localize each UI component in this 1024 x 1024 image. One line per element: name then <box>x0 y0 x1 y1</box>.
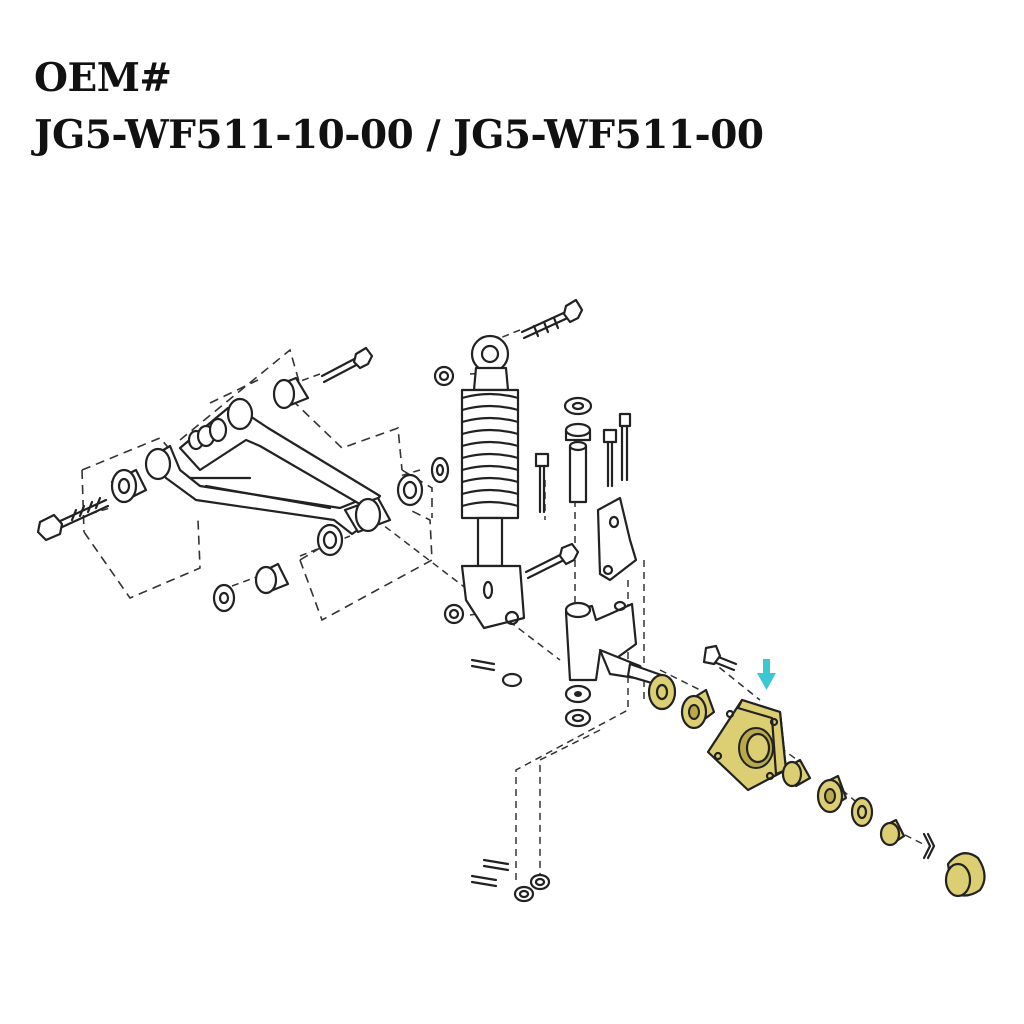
left-bolt <box>36 496 110 542</box>
oem-header: OEM# JG5-WF511-10-00 / JG5-WF511-00 <box>34 50 994 164</box>
steering-knuckle <box>564 600 666 688</box>
hub-bolt <box>702 644 738 672</box>
shock-absorber <box>460 298 584 630</box>
small-washers <box>187 417 228 451</box>
oem-part-numbers: JG5-WF511-10-00 / JG5-WF511-00 <box>34 112 764 158</box>
bushing-left <box>110 468 148 504</box>
cotter-pin <box>922 832 936 860</box>
highlighted-hub-assembly <box>647 673 986 898</box>
upper-bushing <box>272 376 310 410</box>
brake-bracket <box>596 496 638 582</box>
vertical-bolts <box>534 412 632 514</box>
dust-cap <box>944 852 986 898</box>
outer-bearing <box>816 774 848 814</box>
upper-left-bolt <box>320 346 374 384</box>
right-bushings <box>396 456 450 507</box>
oem-label: OEM# <box>34 55 172 101</box>
spacer <box>781 758 812 788</box>
thrust-washer <box>647 673 677 711</box>
wheel-hub <box>706 698 788 792</box>
shock-nuts <box>433 365 465 625</box>
top-washer-stack <box>563 396 593 504</box>
shock-lower-bolt <box>524 542 580 580</box>
down-arrow-icon <box>757 659 776 690</box>
a-arm <box>144 397 392 536</box>
cotter-pins-left <box>470 658 510 888</box>
inner-bearing <box>680 688 716 730</box>
washer <box>850 796 874 828</box>
coil-spring <box>460 388 520 520</box>
castle-nut <box>879 818 906 847</box>
knuckle-lower-parts <box>501 672 592 728</box>
tie-rod-nuts <box>513 873 551 903</box>
lower-bushings <box>212 523 344 613</box>
